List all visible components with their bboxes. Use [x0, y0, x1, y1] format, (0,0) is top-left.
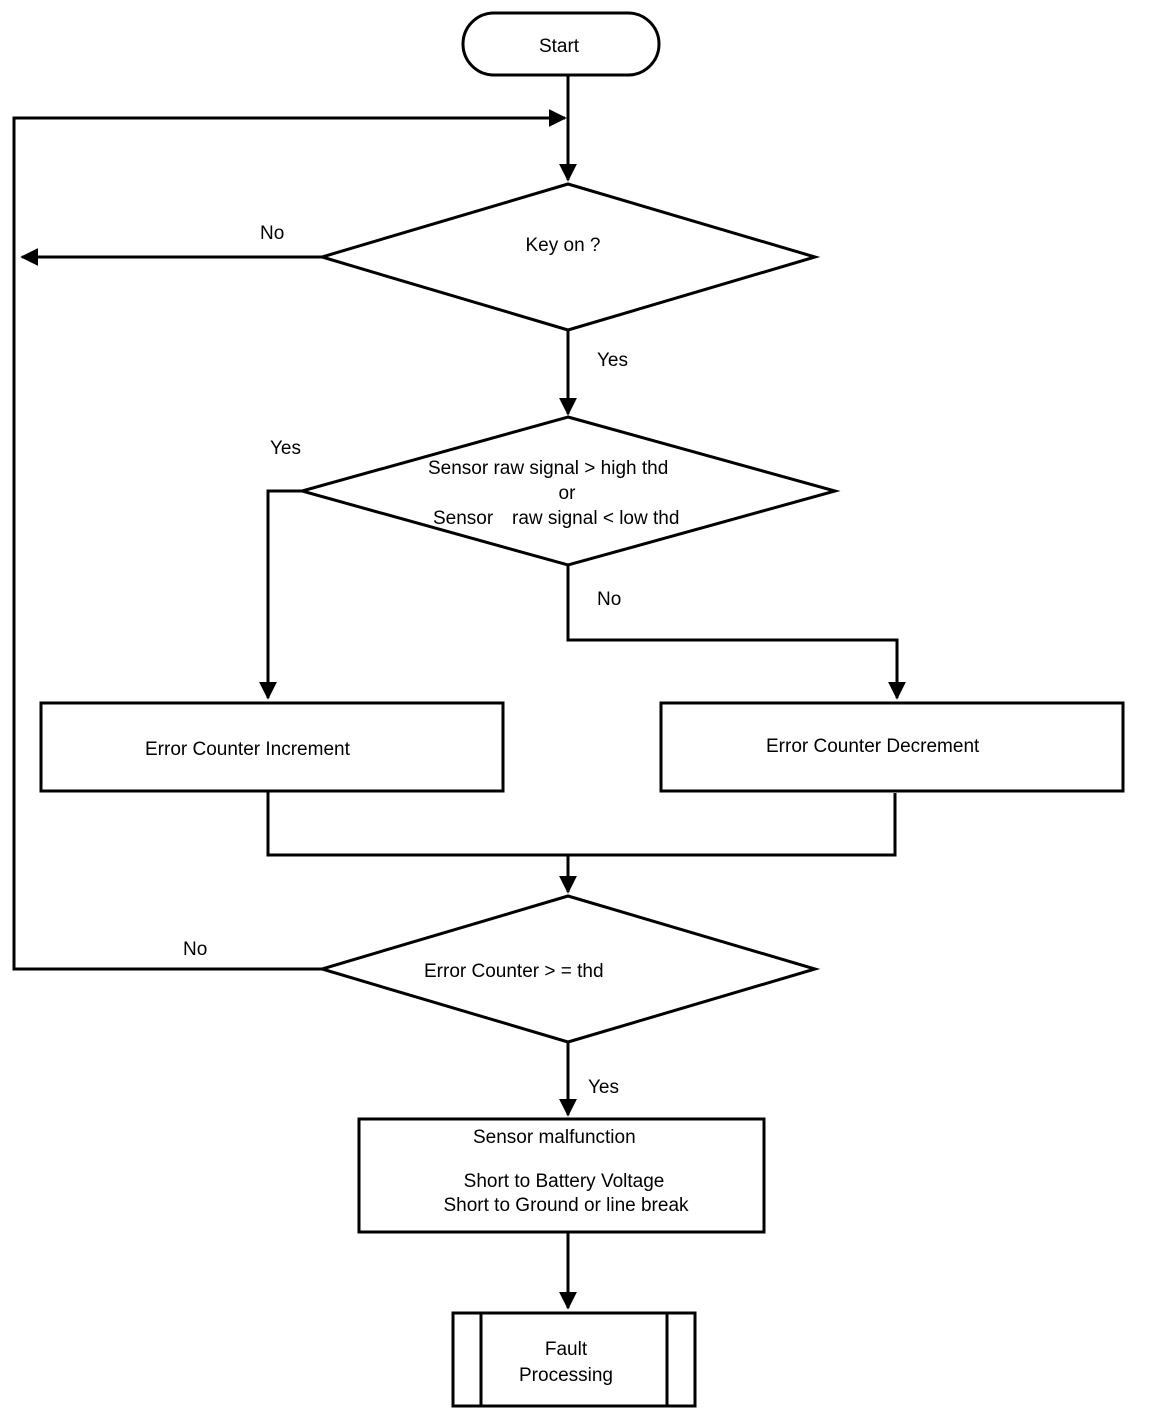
- key-on-yes-label: Yes: [597, 350, 628, 371]
- malfunction-line1: Short to Battery Voltage: [464, 1171, 665, 1192]
- sensor-no-label: No: [597, 589, 621, 610]
- connector-merge: [266, 791, 897, 857]
- malfunction-process: [357, 1117, 766, 1234]
- malfunction-line2: Short to Ground or line break: [443, 1195, 689, 1216]
- decrement-process: [659, 701, 1125, 793]
- connector-sensor-yes: [259, 489, 302, 700]
- increment-process: [39, 701, 505, 793]
- sensor-check-line3b: raw signal < low thd: [512, 508, 679, 529]
- key-on-label: Key on ?: [526, 235, 601, 256]
- counter-no-label: No: [183, 939, 207, 960]
- sensor-yes-label: Yes: [270, 438, 301, 459]
- decrement-label: Error Counter Decrement: [766, 736, 980, 757]
- counter-yes-label: Yes: [588, 1077, 619, 1098]
- sensor-check-line2: or: [559, 483, 577, 504]
- malfunction-title: Sensor malfunction: [473, 1127, 636, 1148]
- fault-line2: Processing: [519, 1365, 613, 1386]
- connector-loop-back: [12, 109, 567, 971]
- key-on-no-label: No: [260, 223, 284, 244]
- start-terminator: [461, 11, 661, 77]
- fault-line1: Fault: [545, 1339, 588, 1360]
- increment-label: Error Counter Increment: [145, 739, 351, 760]
- connector-sensor-no: [566, 565, 906, 700]
- sensor-check-line1: Sensor raw signal > high thd: [428, 458, 668, 479]
- sensor-check-line3a: Sensor: [433, 508, 494, 529]
- counter-check-label: Error Counter > = thd: [424, 961, 604, 982]
- fault-processing: [451, 1311, 697, 1408]
- key-on-decision: [316, 182, 821, 332]
- start-label: Start: [539, 36, 580, 57]
